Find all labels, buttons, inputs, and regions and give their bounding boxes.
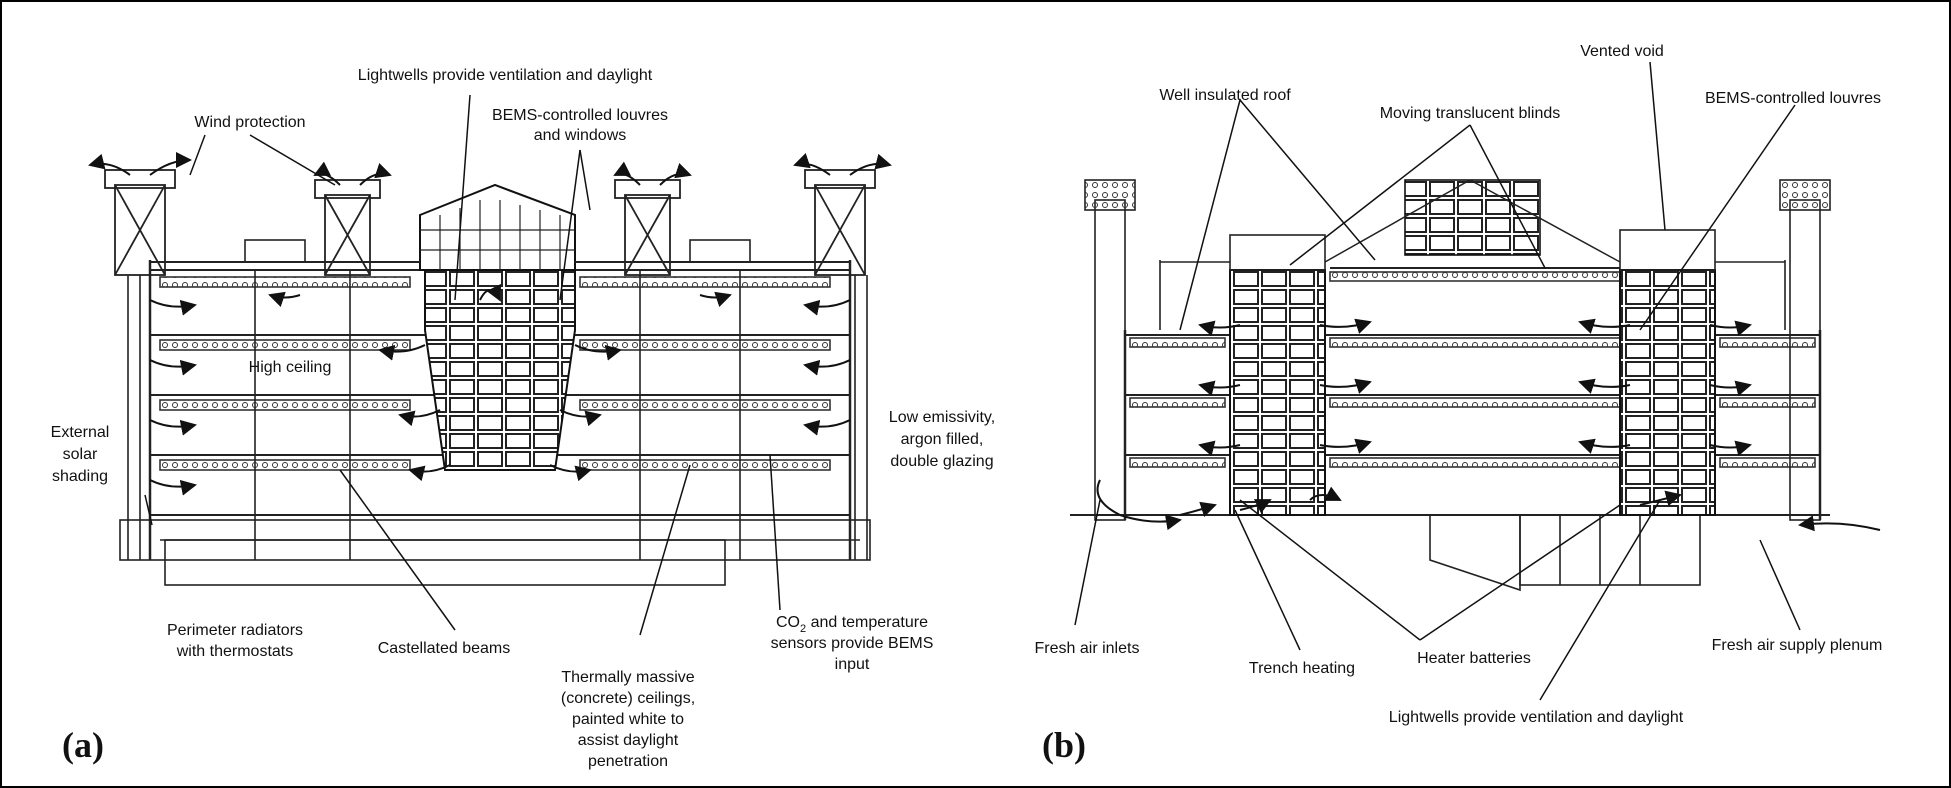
label-thermal-line5: penetration (588, 753, 668, 770)
panel-b-labels: Vented void Well insulated roof Moving t… (1035, 43, 1883, 765)
label-vented-void: Vented void (1580, 43, 1664, 60)
panel-a-building-section (104, 169, 876, 586)
label-thermal-line3: painted white to (572, 711, 684, 728)
label-low-e-line2: argon filled, (901, 431, 984, 448)
label-thermal-line4: assist daylight (578, 732, 679, 749)
label-lightwells-a: Lightwells provide ventilation and dayli… (358, 67, 653, 84)
label-external-shading-line1: External (51, 424, 110, 441)
label-co2-sensors-line3: input (835, 656, 870, 673)
label-perimeter-radiators-line2: with thermostats (176, 643, 293, 660)
panel-a-leader-lines (144, 94, 781, 636)
panel-b-airflow-arrows (1096, 318, 1881, 532)
label-heater-batteries: Heater batteries (1417, 650, 1531, 667)
label-fresh-air-inlets: Fresh air inlets (1035, 640, 1140, 657)
label-bems-louvres-a-line2: and windows (534, 127, 627, 144)
label-translucent-blinds: Moving translucent blinds (1380, 105, 1561, 122)
label-external-shading-line3: shading (52, 468, 108, 485)
label-thermal-line2: (concrete) ceilings, (561, 690, 695, 707)
label-bems-louvres-b: BEMS-controlled louvres (1705, 90, 1881, 107)
label-trench-heating: Trench heating (1249, 660, 1355, 677)
label-high-ceiling: High ceiling (249, 359, 332, 376)
co2-text-rest: and temperature (806, 614, 928, 631)
co2-subscript: 2 (800, 623, 806, 635)
label-co2-sensors-line1: CO2 and temperature (776, 614, 928, 635)
panel-b-building-section (1070, 179, 1831, 592)
label-fresh-air-plenum: Fresh air supply plenum (1712, 637, 1883, 654)
label-castellated-beams: Castellated beams (378, 640, 511, 657)
label-bems-louvres-a-line1: BEMS-controlled louvres (492, 107, 668, 124)
label-wind-protection: Wind protection (194, 114, 305, 131)
co2-text: CO (776, 614, 800, 631)
panel-a-labels: Lightwells provide ventilation and dayli… (51, 67, 996, 770)
label-low-e-line3: double glazing (890, 453, 993, 470)
panel-b-leader-lines (1074, 61, 1801, 701)
label-perimeter-radiators-line1: Perimeter radiators (167, 622, 303, 639)
panel-a-tag: (a) (62, 725, 104, 765)
label-lightwells-b: Lightwells provide ventilation and dayli… (1389, 709, 1684, 726)
label-low-e-line1: Low emissivity, (889, 409, 995, 426)
panel-a-airflow-arrows (88, 152, 892, 496)
label-external-shading-line2: solar (63, 446, 98, 463)
label-insulated-roof: Well insulated roof (1159, 87, 1291, 104)
label-thermal-line1: Thermally massive (561, 669, 694, 686)
panel-b-tag: (b) (1042, 725, 1086, 765)
label-co2-sensors-line2: sensors provide BEMS (771, 635, 934, 652)
